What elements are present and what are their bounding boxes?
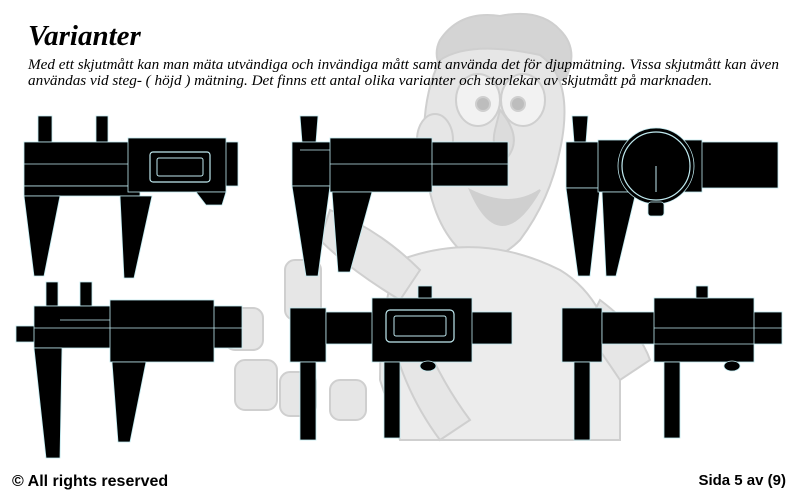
intro-paragraph: Med ett skjutmått kan man mäta utvändiga… bbox=[28, 56, 779, 89]
page-indicator: Sida 5 av (9) bbox=[698, 472, 786, 489]
page-title: Varianter bbox=[28, 20, 141, 52]
copyright-text: © All rights reserved bbox=[12, 473, 169, 490]
